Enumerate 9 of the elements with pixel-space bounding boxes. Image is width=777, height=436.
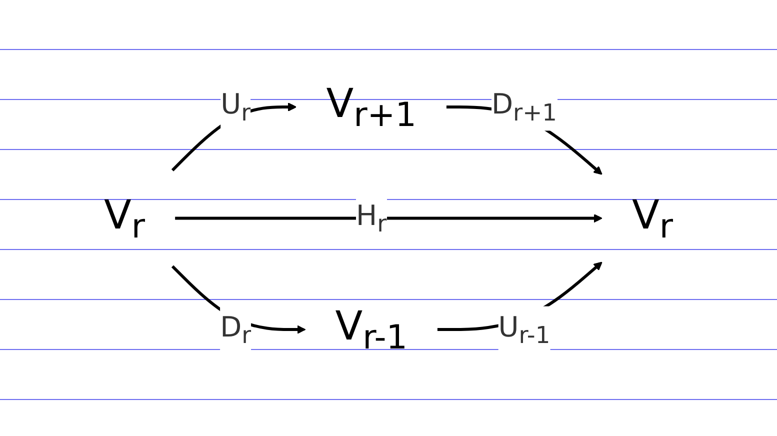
node-text: V$_{r}$ bbox=[632, 192, 674, 245]
edge-label: D$_{r+1}$ bbox=[491, 87, 557, 126]
edge-label: U$_{r-1}$ bbox=[498, 310, 550, 349]
edge-label: H$_{r}$ bbox=[356, 198, 387, 238]
arrow bbox=[175, 214, 602, 222]
edge-label: U$_{r}$ bbox=[220, 87, 251, 126]
node-text: V$_{r-1}$ bbox=[335, 303, 408, 356]
edge-label: D$_{r}$ bbox=[220, 310, 252, 349]
node-text: V$_{r}$ bbox=[104, 192, 146, 245]
